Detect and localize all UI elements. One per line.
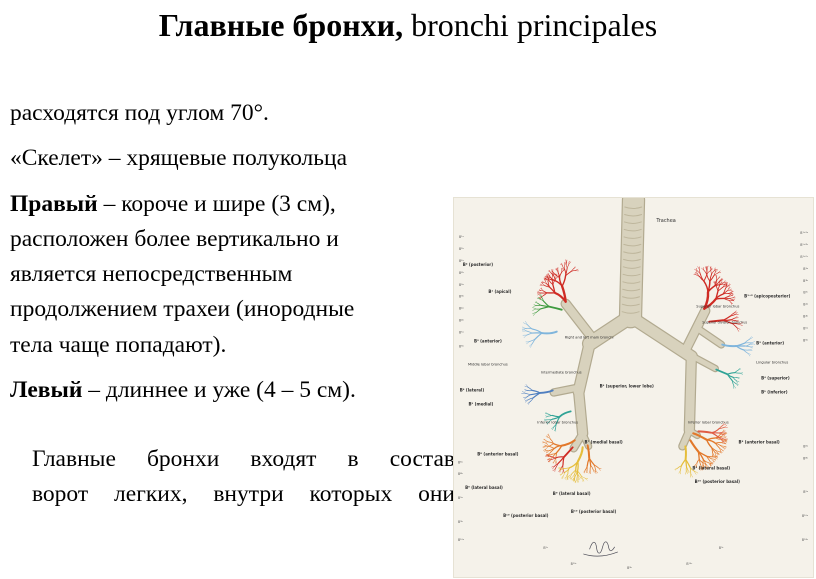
svg-text:B⁹ᵃ: B⁹ᵃ (803, 490, 808, 494)
svg-text:B²ᵇ: B²ᵇ (459, 271, 464, 275)
svg-text:B⁴ (lateral): B⁴ (lateral) (460, 387, 485, 392)
title-latin: bronchi principales (403, 7, 658, 43)
svg-text:B¹⁰ᵃ: B¹⁰ᵃ (458, 538, 465, 542)
svg-text:Superior division bronchus: Superior division bronchus (702, 321, 747, 325)
svg-text:B⁹ (lateral basal): B⁹ (lateral basal) (465, 485, 503, 490)
left-bronchus-text: – длиннее и уже (4 – 5 см). (82, 376, 356, 403)
svg-text:B⁹ᵃ: B⁹ᵃ (458, 496, 463, 500)
svg-text:B¹⁺²ᶜ: B¹⁺²ᶜ (800, 255, 808, 259)
svg-text:B¹⁰ (posterior basal): B¹⁰ (posterior basal) (695, 479, 741, 484)
right-bronchus-text: – короче и шире (3 см), расположен более… (10, 190, 355, 358)
svg-text:B¹⁰ᵃ: B¹⁰ᵃ (802, 514, 809, 518)
svg-text:B¹⁰ (posterior basal): B¹⁰ (posterior basal) (503, 513, 549, 518)
svg-text:B⁵ᵃ: B⁵ᵃ (459, 331, 464, 335)
svg-text:B¹ᵇ: B¹ᵇ (459, 247, 464, 251)
svg-text:B¹⁰ᶜ: B¹⁰ᶜ (686, 562, 692, 566)
svg-text:B⁹ᵇ: B⁹ᵇ (458, 520, 463, 524)
svg-text:Inferior lobar bronchus: Inferior lobar bronchus (537, 420, 578, 424)
svg-text:Inferior lobar bronchus: Inferior lobar bronchus (688, 420, 729, 424)
svg-text:B⁴ (superior): B⁴ (superior) (761, 376, 790, 381)
paragraph-left-bronchus: Левый – длиннее и уже (4 – 5 см). (10, 373, 432, 408)
svg-text:B⁹ᶜ: B⁹ᶜ (719, 546, 724, 550)
svg-text:B¹⁰ᶜ: B¹⁰ᶜ (571, 562, 577, 566)
svg-text:B⁸ᵃ: B⁸ᵃ (458, 460, 463, 464)
svg-text:Lingular bronchus: Lingular bronchus (756, 361, 788, 365)
svg-text:B³ᵇ: B³ᵇ (459, 295, 464, 299)
svg-text:B⁹ (lateral basal): B⁹ (lateral basal) (553, 491, 591, 496)
svg-text:B⁹ᶜ: B⁹ᶜ (543, 546, 548, 550)
svg-text:B⁴ᵇ: B⁴ᵇ (459, 319, 464, 323)
svg-text:B⁴ᵃ: B⁴ᵃ (459, 307, 464, 311)
svg-text:B⁹ᵇ: B⁹ᵇ (627, 566, 632, 570)
svg-text:B³ (anterior): B³ (anterior) (474, 339, 502, 344)
paragraph-right-bronchus: Правый – короче и шире (3 см), расположе… (10, 187, 432, 363)
svg-text:B⁸ᵇ: B⁸ᵇ (458, 472, 463, 476)
svg-text:B³ᵇ: B³ᵇ (803, 279, 808, 283)
svg-text:B¹ (apical): B¹ (apical) (488, 289, 511, 294)
svg-text:B⁴ᵃ: B⁴ᵃ (803, 303, 808, 307)
svg-text:B³ᵃ: B³ᵃ (459, 283, 464, 287)
svg-text:B¹⁺²ᵇ: B¹⁺²ᵇ (800, 243, 808, 247)
svg-text:B² (posterior): B² (posterior) (463, 262, 493, 267)
svg-text:B⁶ (superior, lower lobe): B⁶ (superior, lower lobe) (600, 384, 654, 389)
svg-text:B⁵ᵇ: B⁵ᵇ (803, 339, 808, 343)
svg-text:B³ᶜ: B³ᶜ (803, 291, 808, 295)
svg-text:B⁹ (lateral basal): B⁹ (lateral basal) (692, 465, 730, 470)
title-russian: Главные бронхи, (158, 7, 404, 43)
svg-text:B⁸ᵇ: B⁸ᵇ (803, 456, 808, 460)
right-bronchus-lead: Правый (10, 190, 98, 217)
svg-text:Middle lobar bronchus: Middle lobar bronchus (468, 363, 508, 367)
svg-text:B⁸ (anterior basal): B⁸ (anterior basal) (739, 439, 780, 444)
svg-text:B⁵ (medial): B⁵ (medial) (469, 401, 494, 406)
svg-text:B¹⁰ᵇ: B¹⁰ᵇ (802, 538, 809, 542)
svg-text:B⁸ (anterior basal): B⁸ (anterior basal) (477, 451, 518, 456)
svg-text:Right and left main bronchi: Right and left main bronchi (565, 336, 614, 340)
svg-text:B¹⁺² (apicoposterior): B¹⁺² (apicoposterior) (744, 294, 790, 299)
svg-text:B⁵ᵇ: B⁵ᵇ (459, 345, 464, 349)
svg-text:B³ (anterior): B³ (anterior) (756, 341, 784, 346)
svg-text:B⁷ (medial basal): B⁷ (medial basal) (585, 439, 623, 444)
svg-text:B⁸ᵃ: B⁸ᵃ (803, 444, 808, 448)
text-column: расходятся под углом 70°. «Скелет» – хря… (10, 96, 455, 523)
paragraph-hilum: Главные бронхи входят в состав ворот лег… (32, 446, 455, 508)
left-bronchus-lead: Левый (10, 376, 83, 403)
svg-text:B¹⁺²ᵃ: B¹⁺²ᵃ (800, 231, 808, 235)
paragraph-angle: расходятся под углом 70°. (10, 100, 269, 126)
svg-text:B²ᵃ: B²ᵃ (459, 259, 464, 263)
svg-text:B³ᵃ: B³ᵃ (803, 267, 808, 271)
svg-text:B⁴ᵇ: B⁴ᵇ (803, 315, 808, 319)
paragraph-skeleton: «Скелет» – хрящевые полукольца (10, 145, 347, 172)
page-title: Главные бронхи, bronchi principales (0, 0, 816, 43)
svg-text:B⁵ (inferior): B⁵ (inferior) (761, 389, 788, 394)
svg-text:Superior lobar bronchus: Superior lobar bronchus (696, 305, 739, 309)
svg-text:Trachea: Trachea (655, 218, 675, 224)
svg-text:B⁵ᵃ: B⁵ᵃ (803, 327, 808, 331)
svg-text:B¹ᵃ: B¹ᵃ (459, 235, 464, 239)
svg-text:Intermediate bronchus: Intermediate bronchus (541, 371, 582, 375)
svg-text:B¹⁰ (posterior basal): B¹⁰ (posterior basal) (571, 509, 617, 514)
